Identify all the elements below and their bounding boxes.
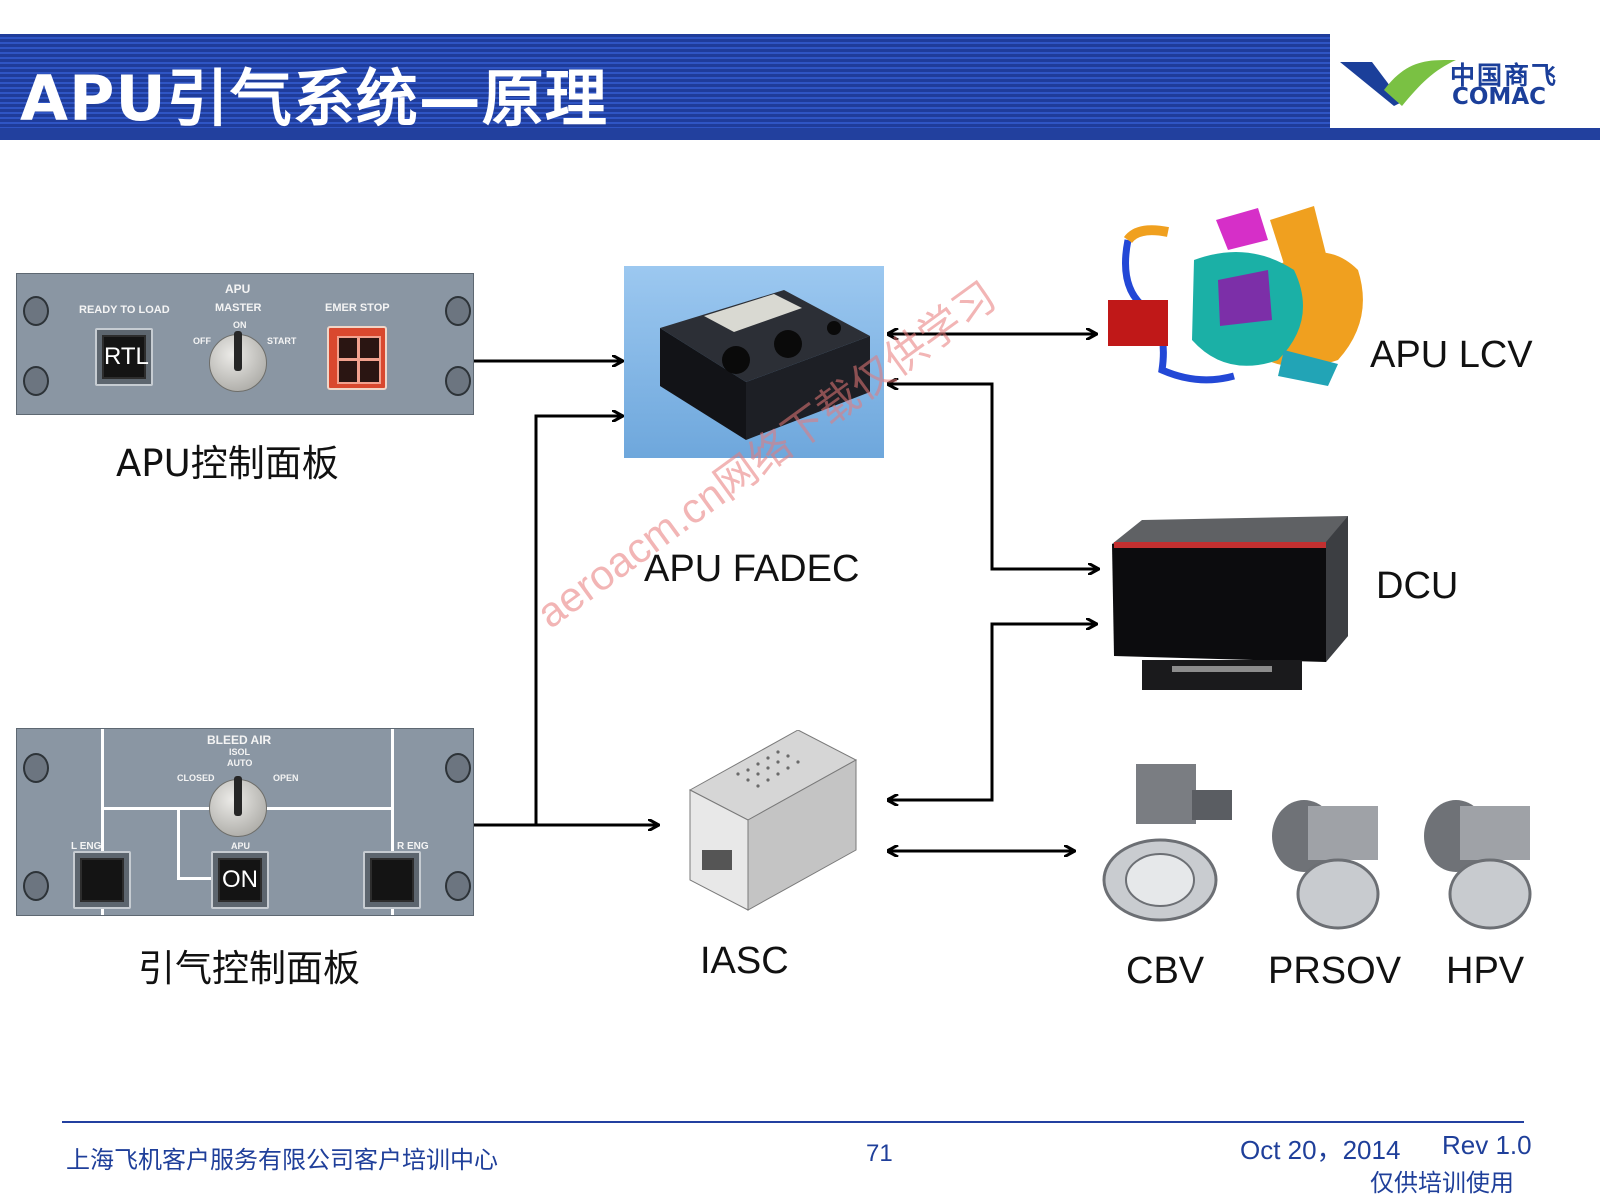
apu-control-panel: READY TO LOAD APU MASTER OFF ON START EM… [16,273,474,415]
footer-rule [62,1121,1524,1123]
emer-stop-label: EMER STOP [325,302,390,314]
lcv-label: APU LCV [1370,334,1533,376]
prsov-label: PRSOV [1268,950,1402,992]
r-eng-label: R ENG [397,841,429,852]
dcu-label: DCU [1376,565,1459,607]
apu-bleed-label: APU [231,841,251,851]
r-eng-bleed-pushbutton[interactable] [363,851,421,909]
apu-bleed-pushbutton[interactable]: ON [211,851,269,909]
hpv-label: HPV [1446,950,1525,992]
rtl-pushbutton[interactable]: RTL [95,328,153,386]
header-underline [0,128,1600,140]
emer-stop-switch[interactable] [327,326,387,390]
prsov-image [1268,786,1398,934]
screw-icon [23,296,49,326]
bleed-air-label: BLEED AIR [207,733,272,747]
screw-icon [445,366,471,396]
auto-label: AUTO [227,758,253,768]
fadec-label: APU FADEC [644,548,860,590]
isol-selector[interactable] [209,776,267,837]
start-label: START [267,336,297,346]
arrow-fadec-dcu [888,384,1098,569]
logo-text-cn: 中国商飞 [1450,61,1559,90]
screw-icon [445,871,471,901]
comac-wing-icon [1340,59,1456,106]
logo-text-en: COMAC [1452,84,1546,110]
apu-master-selector[interactable] [209,331,267,392]
l-eng-label: L ENG [71,841,102,852]
footer-date: Oct 20，2014 [1240,1135,1401,1165]
footer-rev: Rev 1.0 [1442,1130,1532,1160]
cbv-image [1100,760,1250,930]
closed-label: CLOSED [177,773,215,783]
page-number: 71 [866,1140,893,1167]
screw-icon [23,366,49,396]
on-label: ON [233,320,247,330]
ready-to-load-label: READY TO LOAD [79,304,170,316]
apu-bleed-on-light: ON [218,858,262,902]
header-bar [0,34,1330,140]
apu-fadec-image [624,266,884,458]
screw-icon [23,871,49,901]
off-label: OFF [193,336,211,346]
iasc-label: IASC [700,940,789,982]
open-label: OPEN [273,773,299,783]
dcu-image [1112,516,1362,698]
page-title: APU引气系统—原理 [20,62,608,135]
l-eng-bleed-pushbutton[interactable] [73,851,131,909]
rtl-light: RTL [102,335,149,379]
isol-label: ISOL [229,747,251,757]
hpv-image [1420,786,1550,934]
arrow-bleed-panel-to-fadec [534,416,622,825]
bleed-panel-caption: 引气控制面板 [138,947,360,990]
master-label: MASTER [215,302,262,314]
footer-org: 上海飞机客户服务有限公司客户培训中心 [66,1146,498,1174]
cbv-label: CBV [1126,950,1205,992]
arrow-iasc-dcu [888,624,1096,800]
apu-label: APU [225,282,251,296]
comac-logo [1338,50,1588,120]
iasc-image [688,729,860,916]
bleed-control-panel: BLEED AIR ISOL AUTO CLOSED OPEN APU L EN… [16,728,474,916]
footer-note: 仅供培训使用 [1370,1169,1514,1197]
screw-icon [445,296,471,326]
screw-icon [445,753,471,783]
screw-icon [23,753,49,783]
apu-lcv-image [1108,200,1378,400]
apu-panel-caption: APU控制面板 [116,442,339,485]
